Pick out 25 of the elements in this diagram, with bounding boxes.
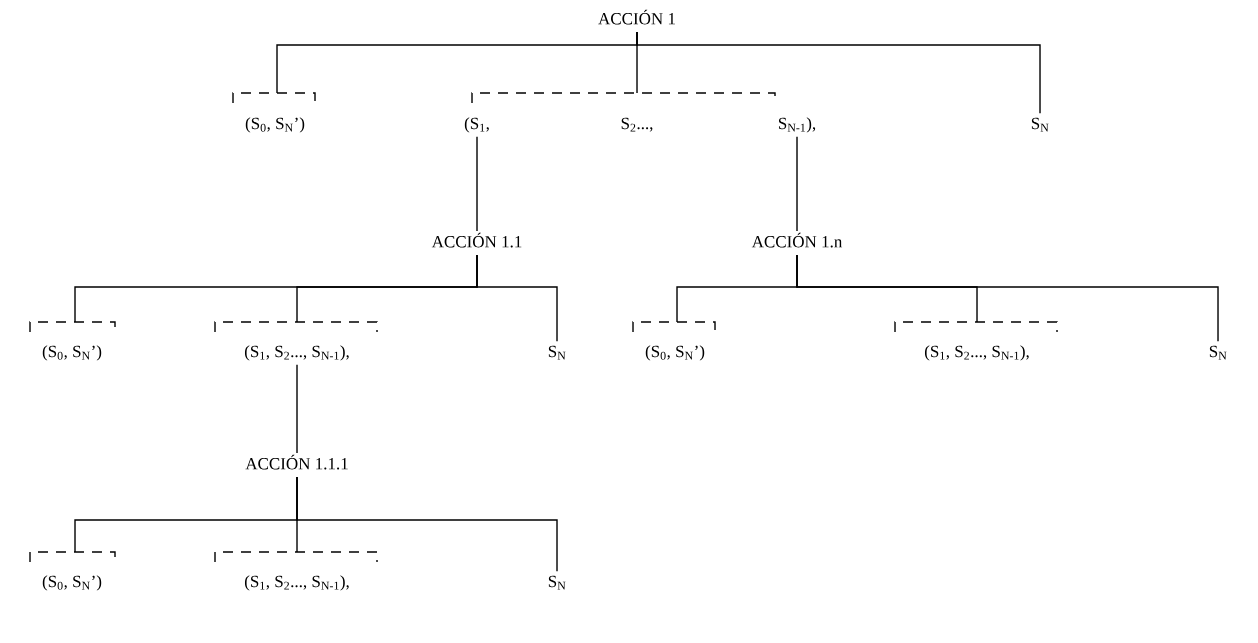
connector-line xyxy=(796,254,1219,342)
node-label: (S$_{0}$, S$_{N}$’) xyxy=(245,117,305,133)
node-label: S$_{2}$..., xyxy=(621,117,653,132)
node-label: (S$_{0}$, S$_{N}$’) xyxy=(645,345,705,361)
connector-line xyxy=(636,31,1041,114)
node-label: (S$_{0}$, S$_{N}$’) xyxy=(42,575,102,591)
connector-line xyxy=(296,364,298,454)
connector-line xyxy=(796,136,798,232)
connector-line xyxy=(476,136,478,232)
node-label: S$_{N-1}$), xyxy=(778,117,816,133)
node-label: ACCIÓN 1 xyxy=(598,9,675,25)
node-label: ACCIÓN 1.n xyxy=(751,232,843,248)
node-label: ACCIÓN 1.1 xyxy=(431,232,522,248)
node-label: (S$_{0}$, S$_{N}$’) xyxy=(42,345,102,361)
node-label: ACCIÓN 1.1.1 xyxy=(245,454,348,470)
node-label: S$_{N}$ xyxy=(548,345,566,360)
node-label: (S$_{1}$, xyxy=(464,117,489,133)
node-label: (S$_{1}$, S$_{2}$..., S$_{N-1}$), xyxy=(244,345,349,361)
connector-line xyxy=(296,476,558,572)
node-label: S$_{N}$ xyxy=(1209,345,1227,360)
connector-line xyxy=(476,254,558,342)
node-label: S$_{N}$ xyxy=(1031,117,1049,132)
node-label: (S$_{1}$, S$_{2}$..., S$_{N-1}$), xyxy=(924,345,1029,361)
node-label: S$_{N}$ xyxy=(548,575,566,590)
node-label: (S$_{1}$, S$_{2}$..., S$_{N-1}$), xyxy=(244,575,349,591)
